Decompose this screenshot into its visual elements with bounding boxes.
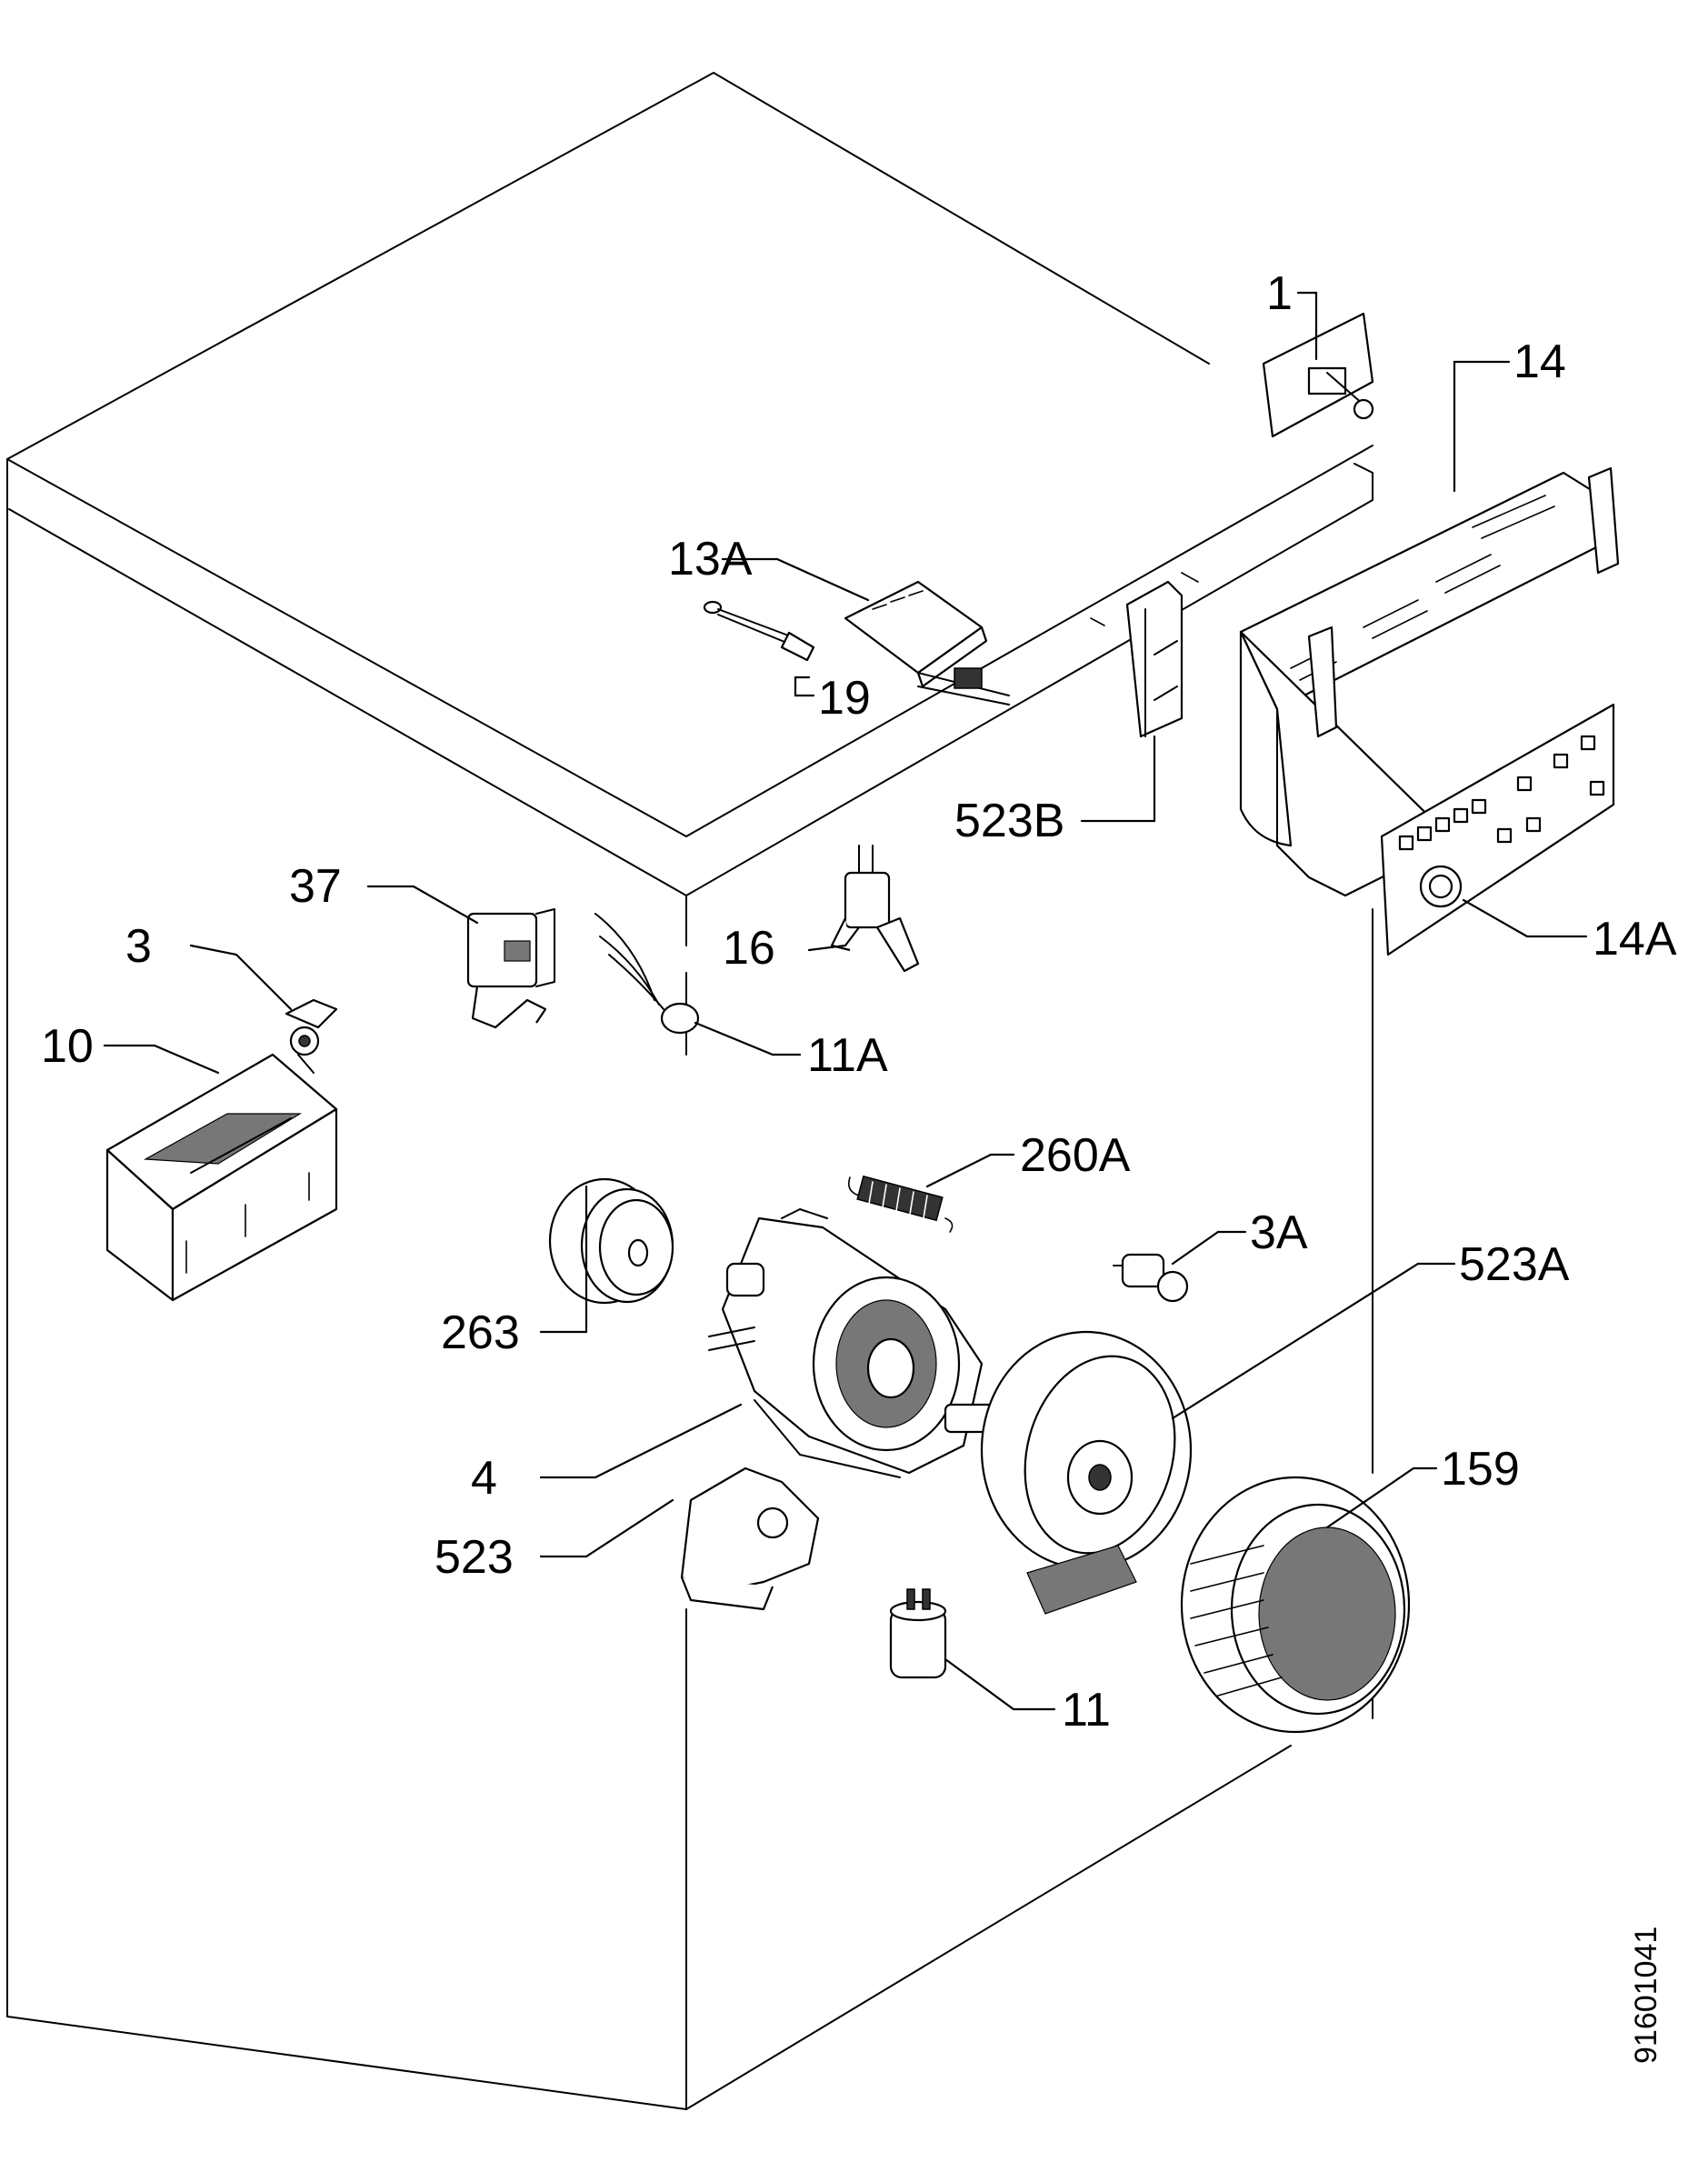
label-part-37: 37 <box>289 860 342 913</box>
label-part-19: 19 <box>818 672 871 725</box>
label-part-523b: 523B <box>954 795 1064 847</box>
part-37-thermostat <box>466 908 555 1029</box>
label-part-11: 11 <box>1062 1684 1111 1737</box>
part-4-motor <box>708 1208 1002 1478</box>
label-part-263: 263 <box>441 1306 520 1359</box>
part-labels: 1 14 13A 19 523B 37 16 14A 3 10 11A 260A… <box>41 267 1677 1737</box>
label-part-260a: 260A <box>1020 1129 1131 1182</box>
part-1-switch-board <box>1262 312 1374 438</box>
part-523a-fan-backing <box>980 1330 1193 1615</box>
part-16-micro-switch <box>830 845 920 973</box>
label-part-13a: 13A <box>668 533 753 586</box>
label-part-523a: 523A <box>1459 1238 1570 1291</box>
part-159-blower-wheel <box>1180 1476 1411 1734</box>
part-10-filter <box>105 1053 338 1302</box>
leader-lines <box>103 291 1588 1711</box>
label-part-14a: 14A <box>1593 913 1677 966</box>
part-260a-spring <box>847 1175 954 1233</box>
part-11-capacitor <box>889 1588 947 1679</box>
label-part-159: 159 <box>1441 1443 1520 1496</box>
part-263-pulley <box>548 1177 674 1305</box>
label-part-4: 4 <box>471 1452 497 1505</box>
label-part-11a: 11A <box>807 1029 888 1082</box>
part-523-bracket <box>680 1466 820 1611</box>
part-3a-fitting <box>1113 1253 1189 1303</box>
label-part-10: 10 <box>41 1020 94 1073</box>
label-part-1: 1 <box>1266 267 1293 320</box>
label-part-523: 523 <box>434 1531 514 1584</box>
part-11a-wire-plug <box>594 913 700 1035</box>
label-part-3: 3 <box>125 920 152 973</box>
label-part-14: 14 <box>1513 335 1566 388</box>
part-14a-control-panel <box>1380 703 1615 956</box>
part-13a-connector <box>844 580 1010 706</box>
part-19-sensor-probe <box>703 600 815 662</box>
label-part-3a: 3A <box>1250 1206 1308 1259</box>
part-523b-bracket <box>1125 580 1184 738</box>
diagram-code: 91601041 <box>1629 1927 1663 2064</box>
part-3-door-catch <box>285 998 338 1074</box>
cabinet-outline <box>6 72 1373 2110</box>
label-part-16: 16 <box>723 922 775 975</box>
